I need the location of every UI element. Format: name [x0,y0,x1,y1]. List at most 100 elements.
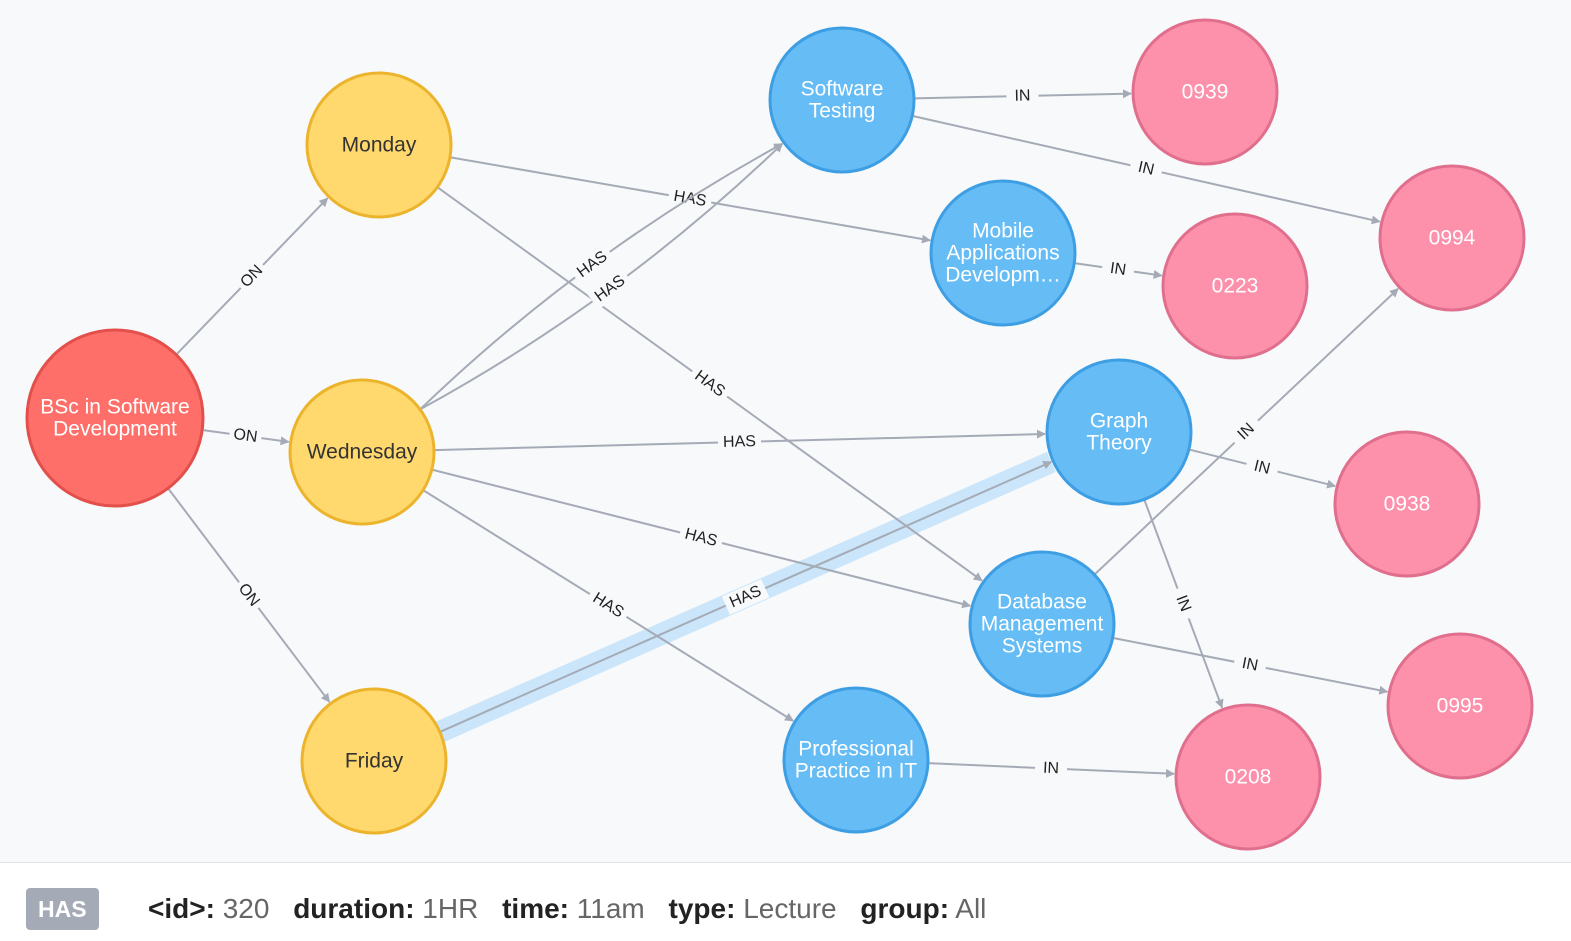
relationship-label-background [1244,454,1280,482]
relationship-graph_theory-room_0938[interactable]: IN [1188,448,1337,489]
node-circle[interactable] [768,26,916,174]
node-caption: Database [997,591,1087,614]
node-caption: Mobile [972,220,1034,243]
property-duration-value: 1HR [422,893,479,924]
relationship-software_testing-room_0939[interactable]: IN [913,85,1132,107]
relationship-label: IN [1252,458,1272,478]
node-monday[interactable]: Monday [305,71,453,219]
property-id-value: 320 [222,893,270,924]
relationship-program-friday[interactable]: ON [167,487,331,703]
relationship-label-background [1034,757,1068,780]
relationship-wednesday-graph_theory[interactable]: HAS [433,429,1046,453]
node-caption: Testing [809,100,876,123]
relationship-label-background [231,576,267,614]
node-caption: Friday [345,750,404,773]
node-circle[interactable] [288,378,436,526]
relationship-label-background [1128,155,1164,183]
relationship-database_mgmt-room_0994[interactable]: IN [1093,287,1399,576]
relationship-database_mgmt-room_0995[interactable]: IN [1112,636,1389,695]
property-time-value: 11am [576,893,645,924]
node-room-0994[interactable]: 0994 [1378,164,1526,312]
relationship-label-background [233,258,271,295]
relationship-label: IN [1241,655,1260,675]
node-caption: Software [801,78,884,101]
node-circle[interactable] [1131,18,1279,166]
property-time-key: time: [502,893,569,924]
node-room-0995[interactable]: 0995 [1386,632,1534,780]
property-id: <id>: 320 [148,893,269,924]
property-time: time: 11am [502,893,645,924]
relationship-label-background [1232,651,1268,678]
node-circle[interactable] [782,686,930,834]
relationship-label: IN [1043,760,1060,778]
property-duration-key: duration: [293,893,415,924]
relationship-label-background [1227,413,1265,450]
relationship-label: ON [232,426,258,446]
relationship-label-background [686,363,733,405]
node-room-0939[interactable]: 0939 [1131,18,1279,166]
relationship-mobile_apps-room_0223[interactable]: IN [1074,257,1163,282]
node-caption: 0938 [1384,493,1431,516]
node-caption: Professional [798,738,914,761]
relationship-label: IN [1136,159,1155,179]
relationship-type-badge[interactable]: HAS [26,888,99,930]
node-caption: 0994 [1429,227,1476,250]
node-circle[interactable] [1386,632,1534,780]
relationship-label-background [1100,257,1136,282]
node-circle[interactable] [1161,212,1309,360]
relationship-program-wednesday[interactable]: ON [202,423,290,449]
node-caption: Monday [342,134,417,157]
relationship-software_testing-room_0994[interactable]: IN [912,114,1381,225]
relationship-label-background [228,423,263,449]
relationship-label: HAS [723,433,756,451]
node-room-0223[interactable]: 0223 [1161,212,1309,360]
property-type-key: type: [668,893,736,924]
inspector-panel: HAS <id>: 320 duration: 1HR time: 11am t… [0,862,1571,941]
node-friday[interactable]: Friday [300,687,448,835]
relationship-label: IN [1014,87,1030,104]
node-circle[interactable] [25,328,205,508]
node-caption: Development [53,418,177,441]
node-circle[interactable] [1378,164,1526,312]
node-caption: Practice in IT [795,760,918,783]
property-type: type: Lecture [669,893,837,924]
node-room-0208[interactable]: 0208 [1174,703,1322,851]
node-caption: Wednesday [307,441,418,464]
node-circle[interactable] [1174,703,1322,851]
node-caption: 0939 [1182,81,1229,104]
relationship-professional_practice-room_0208[interactable]: IN [927,757,1175,780]
property-type-value: Lecture [743,893,837,924]
node-mobile-apps[interactable]: MobileApplicationsDevelopm… [929,179,1077,327]
node-caption: Theory [1086,432,1152,455]
relationship-wednesday-software_testing[interactable]: HAS [419,143,784,411]
node-caption: 0223 [1212,275,1259,298]
node-circle[interactable] [968,550,1116,698]
property-duration: duration: 1HR [293,893,478,924]
relationship-label-background [677,522,725,553]
property-group-value: All [955,893,987,924]
relationship-label: IN [1172,593,1194,614]
node-circle[interactable] [929,179,1077,327]
property-group-key: group: [860,893,950,924]
relationship-monday-database_mgmt[interactable]: HAS [436,186,983,582]
node-circle[interactable] [300,687,448,835]
node-room-0938[interactable]: 0938 [1333,430,1481,578]
relationship-program-monday[interactable]: ON [175,197,329,356]
property-group: group: All [860,893,986,924]
relationship-wednesday-database_mgmt[interactable]: HAS [431,468,972,609]
node-wednesday[interactable]: Wednesday [288,378,436,526]
node-caption: Graph [1090,410,1148,433]
node-caption: 0995 [1437,695,1484,718]
node-circle[interactable] [1333,430,1481,578]
node-circle[interactable] [1045,358,1193,506]
node-circle[interactable] [305,71,453,219]
node-caption: Management [981,613,1104,636]
relationship-graph_theory-room_0208[interactable]: IN [1143,499,1224,709]
